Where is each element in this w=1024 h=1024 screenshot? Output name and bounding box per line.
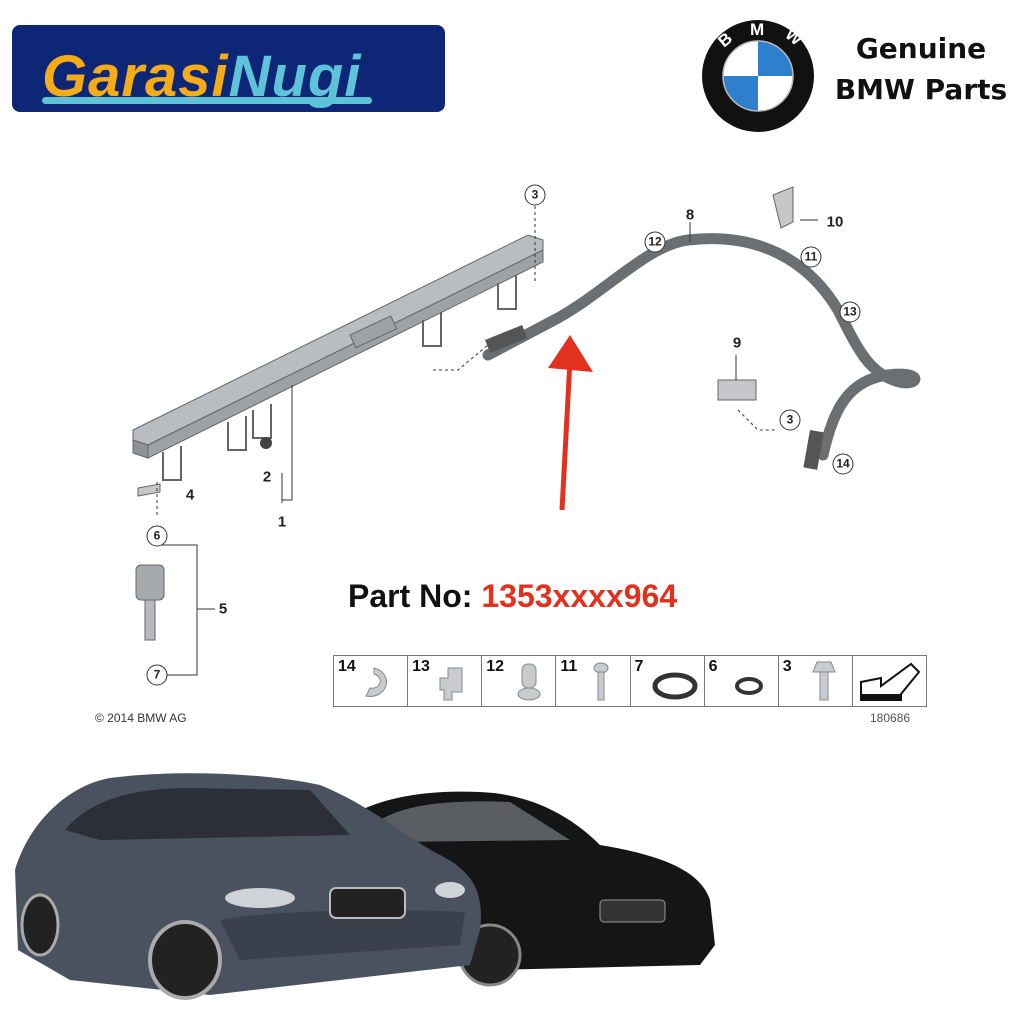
legend-number: 7 (634, 658, 644, 675)
part-number-value: 1353xxxx964 (481, 578, 678, 614)
legend-number: 11 (560, 658, 578, 675)
bolt-icon (812, 661, 836, 701)
holder-icon (439, 667, 463, 701)
o-ring-large-icon (652, 672, 697, 700)
legend-number: 3 (782, 658, 792, 675)
clip-icon (365, 667, 387, 697)
parts-legend-strip: 14 13 12 11 7 6 3 (333, 655, 927, 707)
callout-7: 7 (146, 664, 168, 686)
legend-number: 6 (708, 658, 718, 675)
direction-arrow-icon (859, 662, 921, 701)
logo-text-garasi: Garasi (42, 44, 229, 109)
legend-cell-arrow (853, 656, 926, 706)
diagram-code: 180686 (870, 711, 911, 725)
callout-14: 14 (832, 453, 854, 475)
callout-4: 4 (185, 486, 195, 504)
legend-cell-6: 6 (705, 656, 779, 706)
gray-bmw-f10 (15, 773, 481, 1000)
screw-icon (593, 662, 609, 701)
legend-cell-12: 12 (482, 656, 557, 706)
genuine-label: Genuine (855, 32, 987, 65)
genuine-bmw-parts-text: Genuine BMW Parts (826, 28, 1016, 110)
legend-cell-14: 14 (334, 656, 409, 706)
logo-text: GarasiNugi (42, 47, 361, 107)
callout-13: 13 (839, 301, 861, 323)
callout-12: 12 (644, 231, 666, 253)
garasinugi-logo: GarasiNugi (12, 25, 445, 112)
grommet-icon (517, 663, 541, 701)
diagram-drawing (132, 186, 921, 676)
legend-cell-3: 3 (779, 656, 853, 706)
part-number-label: Part No: (348, 578, 473, 614)
callout-1: 1 (277, 513, 287, 531)
callout-11: 11 (800, 246, 822, 268)
bmw-parts-label: BMW Parts (834, 73, 1008, 106)
callout-6: 6 (146, 525, 168, 547)
copyright: © 2014 BMW AG (95, 711, 187, 725)
callout-5: 5 (218, 600, 228, 618)
logo-text-nugi: Nugi (228, 44, 362, 109)
legend-number: 12 (486, 658, 505, 675)
callout-10: 10 (826, 213, 844, 231)
legend-cell-11: 11 (556, 656, 631, 706)
callout-2: 2 (262, 468, 272, 486)
callout-8: 8 (685, 206, 695, 224)
o-ring-small-icon (734, 677, 763, 695)
legend-number: 13 (412, 658, 430, 675)
parts-diagram: 3 8 12 10 11 13 9 3 14 2 4 1 6 5 7 (88, 140, 936, 735)
legend-cell-7: 7 (631, 656, 705, 706)
logo-underline (42, 97, 372, 104)
part-number: Part No: 1353xxxx964 (348, 578, 677, 615)
legend-number: 14 (338, 658, 356, 675)
callout-3b: 3 (779, 409, 801, 431)
callout-9: 9 (732, 334, 742, 352)
bmw-roundel-logo: B M W (702, 20, 814, 132)
svg-text:M: M (750, 20, 764, 39)
callout-3: 3 (524, 184, 546, 206)
legend-cell-13: 13 (408, 656, 483, 706)
bmw-cars-image (15, 773, 715, 1000)
